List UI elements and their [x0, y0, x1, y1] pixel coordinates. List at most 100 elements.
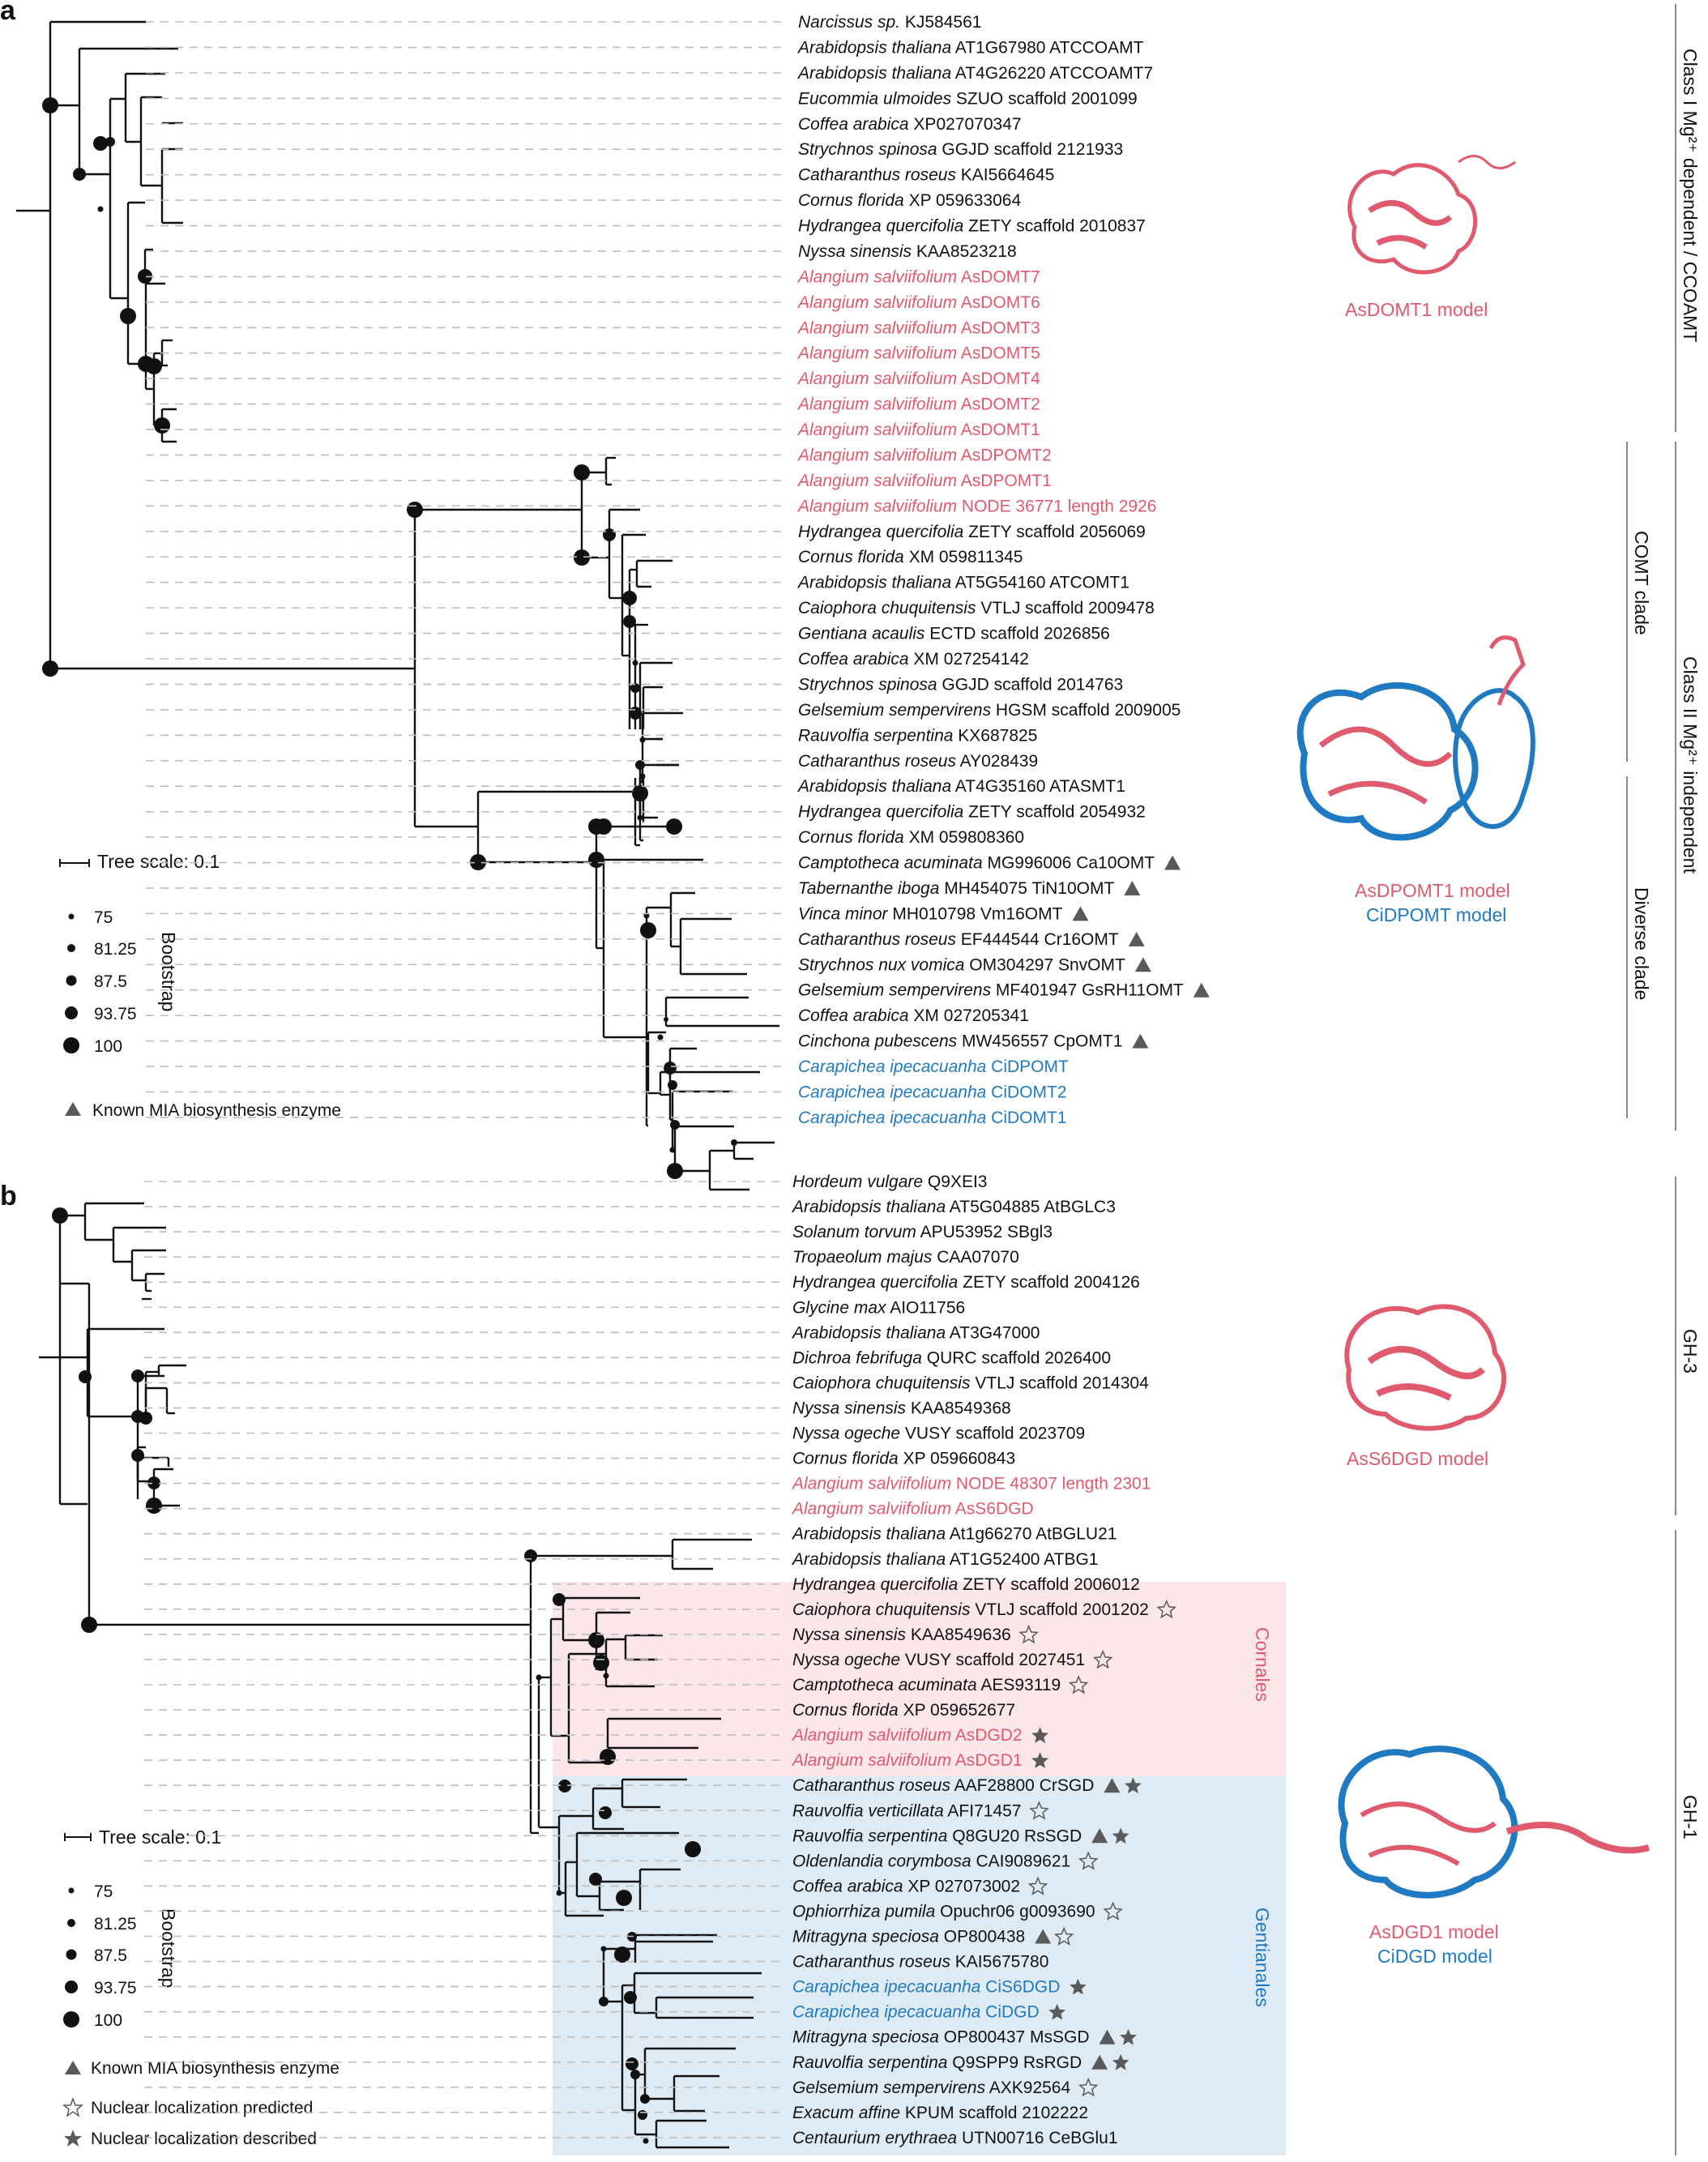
leaf-species: Alangium salviifolium [796, 446, 957, 464]
leaf-species: Caiophora chuquitensis [798, 599, 976, 617]
leaf-label: Coffea arabica XM 027254142 [798, 650, 1029, 669]
open-star-icon [1078, 2077, 1099, 2097]
leaf-label: Dichroa febrifuga QURC scaffold 2026400 [792, 1348, 1111, 1367]
leaf-accession: XM 027254142 [909, 650, 1029, 669]
leaf-label: Arabidopsis thaliana AT4G26220 ATCCOAMT7 [796, 64, 1153, 83]
mia-triangle-icon [1091, 2054, 1108, 2070]
open-star-icon [1029, 1801, 1049, 1820]
bootstrap-81-dot [67, 944, 75, 952]
leaf-species: Rauvolfia serpentina [792, 1827, 947, 1845]
leaf-label: Arabidopsis thaliana AT5G04885 AtBGLC3 [791, 1198, 1116, 1216]
leaf-label: Alangium salviifolium AsDPOMT1 [796, 472, 1052, 490]
leaf-accession: SZUO scaffold 2001099 [951, 89, 1138, 108]
leaf-accession: AT3G47000 [946, 1323, 1040, 1342]
filled-star-icon [1031, 1752, 1049, 1768]
leaf-species: Carapichea ipecacuanha [792, 1978, 980, 1997]
leaf-label: Mitragyna speciosa OP800437 MsSGD [792, 2028, 1090, 2047]
leaf-label: Nyssa ogeche VUSY scaffold 2027451 [792, 1651, 1085, 1669]
bootstrap-75-dot [68, 1887, 75, 1894]
leaf-species: Cinchona pubescens [798, 1032, 958, 1051]
bootstrap-75-dot [68, 913, 75, 920]
leaf-label: Alangium salviifolium AsDOMT1 [796, 421, 1040, 439]
leaf-species: Alangium salviifolium [791, 1475, 951, 1493]
leaf-label: Cornus florida XP 059633064 [798, 191, 1021, 210]
leaf-label: Mitragyna speciosa OP800438 [792, 1928, 1025, 1946]
leaf-species: Alangium salviifolium [791, 1500, 951, 1519]
cornales-label: Cornales [1252, 1627, 1273, 1702]
mia-triangle-icon [1035, 1929, 1052, 1944]
leaf-label: Rauvolfia verticillata AFI71457 [792, 1801, 1022, 1820]
leaf-accession: ECTD scaffold 2026856 [924, 625, 1109, 643]
leaf-species: Catharanthus roseus [798, 930, 956, 949]
leaf-accession: KPUM scaffold 2102222 [900, 2104, 1088, 2122]
leaf-species: Cornus florida [798, 191, 904, 210]
leaf-accession: AsDPOMT1 [957, 472, 1052, 490]
filled-star-icon [1124, 1777, 1142, 1794]
panel-b-label: b [0, 1181, 17, 1211]
leaf-species: Carapichea ipecacuanha [798, 1083, 986, 1101]
leaf-label: Coffea arabica XP027070347 [798, 115, 1022, 134]
leaf-accession: APU53952 SBgl3 [916, 1223, 1053, 1241]
leaf-label: Narcissus sp. KJ584561 [798, 13, 981, 32]
leaf-species: Cornus florida [798, 828, 904, 847]
leaf-label: Catharanthus roseus AAF28800 CrSGD [792, 1776, 1094, 1795]
leaf-accession: VTLJ scaffold 2001202 [970, 1600, 1148, 1619]
leaf-label: Cornus florida XM 059808360 [798, 828, 1024, 847]
leaf-label: Catharanthus roseus KAI5664645 [798, 166, 1054, 185]
leaf-label: Rauvolfia serpentina KX687825 [798, 726, 1037, 745]
leaf-species: Hydrangea quercifolia [798, 523, 963, 541]
panel-b-legend: Tree scale: 0.1 75 81.25 87.5 93.75 100 … [62, 1827, 339, 2148]
leaf-accession: ZETY scaffold 2054932 [963, 803, 1146, 822]
open-star-icon [1053, 1926, 1074, 1946]
leaf-accession: UTN00716 CeBGlu1 [957, 2129, 1117, 2147]
leaf-species: Alangium salviifolium [796, 318, 957, 337]
leaf-species: Gelsemium sempervirens [792, 2079, 986, 2097]
bootstrap-title: Bootstrap [158, 1908, 179, 1988]
leaf-accession: AXK92564 [985, 2079, 1070, 2097]
leaf-label: Arabidopsis thaliana AT4G35160 ATASMT1 [796, 777, 1125, 796]
bootstrap-75-label: 75 [94, 1882, 113, 1901]
cornales-clade-background [553, 1582, 1286, 1776]
leaf-accession: MG996006 Ca10OMT [983, 854, 1155, 873]
leaf-accession: AsDOMT2 [957, 395, 1040, 414]
leaf-accession: XP 027073002 [903, 1877, 1020, 1895]
leaf-accession: KAA8523218 [912, 242, 1017, 261]
leaf-accession: MH010798 Vm16OMT [888, 904, 1063, 923]
leaf-species: Cornus florida [792, 1701, 899, 1720]
leaf-species: Mitragyna speciosa [792, 2028, 939, 2047]
leaf-label: Cornus florida XP 059652677 [792, 1701, 1015, 1720]
open-star-icon [1018, 1624, 1039, 1644]
leaf-label: Oldenlandia corymbosa CAI9089621 [792, 1852, 1070, 1870]
leaf-accession: ZETY scaffold 2004126 [958, 1273, 1140, 1292]
leaf-accession: GGJD scaffold 2014763 [937, 675, 1124, 694]
leaf-species: Tabernanthe iboga [798, 879, 939, 898]
leaf-species: Coffea arabica [798, 650, 909, 669]
leaf-label: Gelsemium sempervirens HGSM scaffold 200… [798, 701, 1181, 720]
leaf-accession: AsDOMT4 [957, 370, 1040, 388]
leaf-label: Hydrangea quercifolia ZETY scaffold 2006… [792, 1575, 1140, 1594]
leaf-accession: XM 059808360 [904, 828, 1024, 847]
leaf-accession: AsDOMT7 [957, 267, 1040, 286]
leaf-species: Carapichea ipecacuanha [798, 1109, 986, 1127]
diverse-clade-label: Diverse clade [1631, 887, 1652, 1000]
leaf-species: Cornus florida [798, 548, 904, 566]
leaf-species: Arabidopsis thaliana [791, 1198, 946, 1216]
leaf-species: Glycine max [792, 1298, 887, 1317]
bootstrap-100-label: 100 [94, 1037, 122, 1056]
open-star-icon [1068, 1675, 1089, 1694]
leaf-label: Hordeum vulgare Q9XEI3 [792, 1173, 987, 1191]
leaf-accession: OP800437 MsSGD [939, 2028, 1090, 2047]
panel-b-clade-annotations: GH-3 GH-1 Cornales Gentianales [1252, 1177, 1701, 2156]
leaf-species: Eucommia ulmoides [798, 89, 952, 108]
leaf-label: Carapichea ipecacuanha CiDGD [792, 2003, 1040, 2022]
leaf-label: Alangium salviifolium NODE 48307 length … [791, 1475, 1151, 1493]
leaf-species: Rauvolfia serpentina [792, 2053, 947, 2072]
leaf-label: Tabernanthe iboga MH454075 TiN10OMT [798, 879, 1114, 898]
leaf-accession: AT1G52400 ATBG1 [946, 1550, 1098, 1569]
panel-a-clade-annotations: Class I Mg²⁺ dependent / CCOAMT COMT cla… [1626, 4, 1701, 1130]
leaf-label: Alangium salviifolium AsDOMT2 [796, 395, 1040, 414]
leaf-accession: ZETY scaffold 2010837 [963, 217, 1146, 236]
leaf-species: Coffea arabica [798, 1006, 909, 1025]
open-star-icon [1078, 1851, 1099, 1870]
